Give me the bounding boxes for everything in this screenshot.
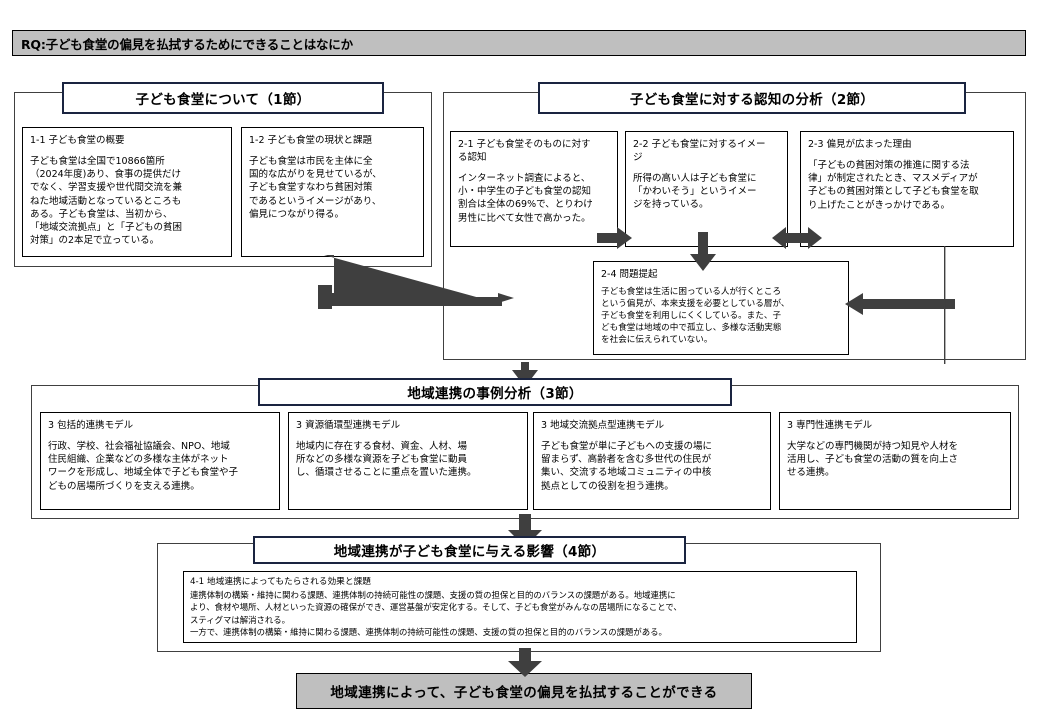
card-1-2[interactable]: 1-2 子ども食堂の現状と課題 子ども食堂は市民を主体に全 国的な広がりを見せて… [241,127,424,257]
card-2-3-heading: 2-3 偏見が広まった理由 [808,139,912,150]
section-2-title: 子ども食堂に対する認知の分析（2節） [538,82,966,114]
card-3-1-body: 行政、学校、社会福祉協議会、NPO、地域 住民組織、企業などの多様な主体がネット… [48,441,239,492]
card-3-4[interactable]: 3 専門性連携モデル 大学などの専門機関が持つ知見や人材を 活用し、子ども食堂の… [779,412,1011,510]
card-3-4-heading: 3 専門性連携モデル [787,420,873,431]
research-question-banner: RQ:子ども食堂の偏見を払拭するためにできることはなにか [12,30,1026,56]
arrow-2-3-to-2-4 [845,293,955,315]
arrow-sec1-to-sec2 [318,255,514,309]
card-4-1[interactable]: 4-1 地域連携によってもたらされる効果と課題 連携体制の構築・維持に関わる課題… [183,571,857,643]
card-3-2[interactable]: 3 資源循環型連携モデル 地域内に存在する食材、資金、人材、場 所などの多様な資… [288,412,528,510]
research-question-text: RQ:子ども食堂の偏見を払拭するためにできることはなにか [21,36,353,52]
card-2-1[interactable]: 2-1 子ども食堂そのものに対す る認知 インターネット調査によると、 小・中学… [450,131,618,247]
conclusion-banner: 地域連携によって、子ども食堂の偏見を払拭することができる [296,673,752,709]
arrow-sec2-down-line [944,246,946,364]
section-2-title-text: 子ども食堂に対する認知の分析（2節） [629,92,875,108]
section-4-title-text: 地域連携が子ども食堂に与える影響（4節） [333,544,606,560]
section-3-title-text: 地域連携の事例分析（3節） [407,386,583,402]
card-2-4-body: 子ども食堂は生活に困っている人が行くところ という偏見が、本来支援を必要としてい… [601,287,790,345]
arrow-sec3-to-sec4 [508,514,542,547]
card-1-1-heading: 1-1 子ども食堂の概要 [30,135,125,146]
section-1-title-text: 子ども食堂について（1節） [135,92,311,108]
card-2-3-body: 「子どもの貧困対策の推進に関する法 律」が制定されたとき、マスメディアが 子ども… [808,160,979,211]
card-2-4[interactable]: 2-4 問題提起 子ども食堂は生活に困っている人が行くところ という偏見が、本来… [593,261,849,355]
card-2-2-body: 所得の高い人は子ども食堂に 「かわいそう」というイメー ジを持っている。 [633,173,757,211]
card-3-1-heading: 3 包括的連携モデル [48,420,134,431]
section-4-title: 地域連携が子ども食堂に与える影響（4節） [253,536,686,564]
section-1-title: 子ども食堂について（1節） [62,82,384,114]
card-4-1-heading: 4-1 地域連携によってもたらされる効果と課題 [190,577,371,587]
card-1-2-heading: 1-2 子ども食堂の現状と課題 [249,135,373,146]
conclusion-text: 地域連携によって、子ども食堂の偏見を払拭することができる [330,685,718,701]
arrow-2-2-to-2-4 [690,232,716,271]
card-3-2-body: 地域内に存在する食材、資金、人材、場 所などの多様な資源を子ども食堂に動員 し、… [296,441,477,479]
card-2-2-heading: 2-2 子ども食堂に対するイメー ジ [633,139,766,163]
card-1-2-body: 子ども食堂は市民を主体に全 国的な広がりを見せているが、 子ども食堂すなわち貧困… [249,156,382,220]
card-3-3-heading: 3 地域交流拠点型連携モデル [541,420,665,431]
card-2-3[interactable]: 2-3 偏見が広まった理由 「子どもの貧困対策の推進に関する法 律」が制定された… [800,131,1014,247]
card-3-3[interactable]: 3 地域交流拠点型連携モデル 子ども食堂が単に子どもへの支援の場に 留まらず、高… [533,412,771,510]
card-2-4-heading: 2-4 問題提起 [601,269,658,280]
arrow-sec4-to-conclusion [508,648,542,677]
card-2-2[interactable]: 2-2 子ども食堂に対するイメー ジ 所得の高い人は子ども食堂に 「かわいそう」… [625,131,788,247]
card-3-4-body: 大学などの専門機関が持つ知見や人材を 活用し、子ども食堂の活動の質を向上さ せる… [787,441,959,479]
card-4-1-body: 連携体制の構築・維持に関わる課題、連携体制の持続可能性の課題、支援の質の担保と目… [190,590,682,638]
arrow-sec2-to-sec3 [512,362,538,387]
card-3-2-heading: 3 資源循環型連携モデル [296,420,401,431]
arrow-2-1-to-2-2 [597,227,632,249]
arrow-2-2-to-2-3 [772,227,822,249]
card-1-1[interactable]: 1-1 子ども食堂の概要 子ども食堂は全国で10866箇所 （2024年度)あり… [22,127,232,257]
card-2-1-heading: 2-1 子ども食堂そのものに対す る認知 [458,139,591,163]
card-1-1-body: 子ども食堂は全国で10866箇所 （2024年度)あり、食事の提供だけ でなく、… [30,156,183,247]
card-3-3-body: 子ども食堂が単に子どもへの支援の場に 留まらず、高齢者を含む多世代の住民が 集い… [541,441,713,492]
card-3-1[interactable]: 3 包括的連携モデル 行政、学校、社会福祉協議会、NPO、地域 住民組織、企業な… [40,412,280,510]
card-2-1-body: インターネット調査によると、 小・中学生の子ども食堂の認知 割合は全体の69%で… [458,173,593,224]
section-3-title: 地域連携の事例分析（3節） [258,378,732,406]
